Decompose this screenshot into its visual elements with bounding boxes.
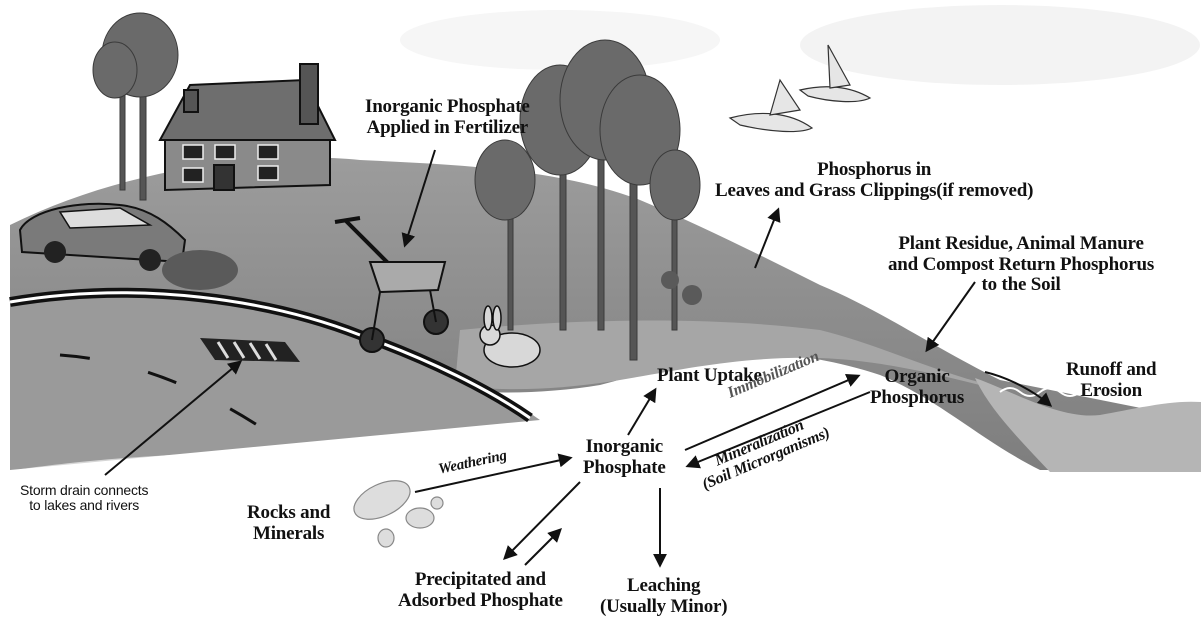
inorganic-phosphate-label: Inorganic Phosphate (583, 437, 666, 478)
organic-phosphorus-label: Organic Phosphorus (870, 367, 964, 408)
rocks-label: Rocks and Minerals (247, 503, 330, 544)
rocks (348, 473, 443, 547)
leaching-label: Leaching (Usually Minor) (600, 576, 727, 617)
fertilizer-label: Inorganic Phosphate Applied in Fertilize… (365, 97, 530, 138)
house (160, 64, 335, 190)
precipitated-label: Precipitated and Adsorbed Phosphate (398, 570, 563, 611)
sky-clouds (400, 5, 1200, 85)
residue-label: Plant Residue, Animal Manure and Compost… (888, 234, 1154, 296)
leaves-label: Phosphorus in Leaves and Grass Clippings… (715, 160, 1033, 201)
storm-drain-label: Storm drain connects to lakes and rivers (20, 483, 148, 513)
runoff-label: Runoff and Erosion (1066, 360, 1156, 401)
dissolution-arrow (525, 530, 560, 565)
plant-uptake-arrow (628, 390, 655, 435)
